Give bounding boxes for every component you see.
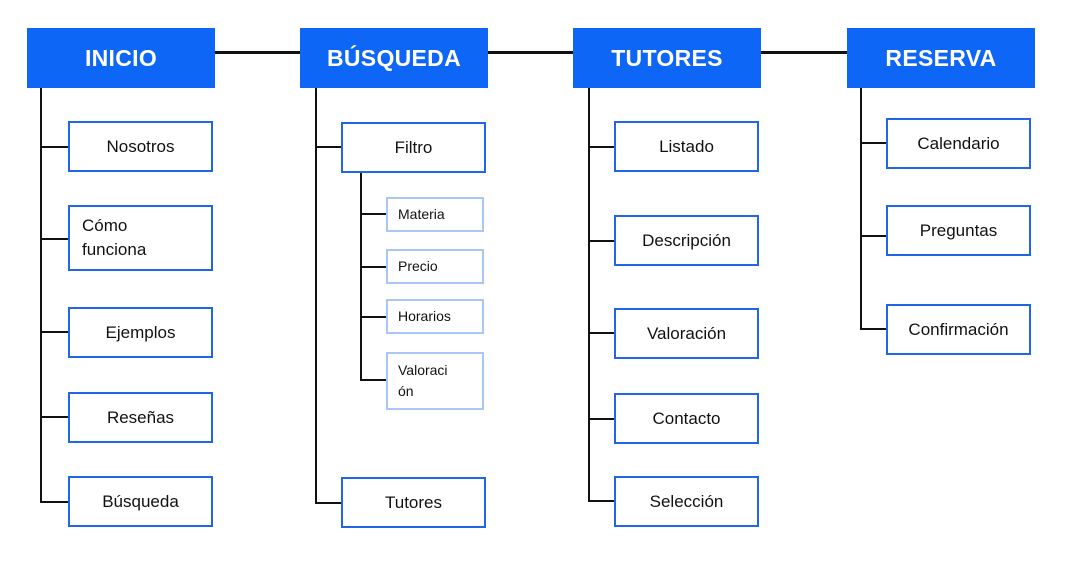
inicio-branch xyxy=(40,238,70,240)
node-nosotros[interactable]: Nosotros xyxy=(68,121,213,172)
inicio-branch xyxy=(40,331,70,333)
inicio-branch xyxy=(40,146,70,148)
tutores-branch xyxy=(588,146,615,148)
header-busqueda[interactable]: BÚSQUEDA xyxy=(300,28,488,88)
busqueda-branch xyxy=(315,146,342,148)
busqueda-trunk xyxy=(315,88,317,504)
node-tutores-busqueda[interactable]: Tutores xyxy=(341,477,486,528)
node-contacto[interactable]: Contacto xyxy=(614,393,759,444)
node-calendario[interactable]: Calendario xyxy=(886,118,1031,169)
reserva-branch xyxy=(860,142,887,144)
tutores-trunk xyxy=(588,88,590,502)
filtro-trunk xyxy=(360,172,362,380)
inicio-trunk xyxy=(40,88,42,502)
node-precio[interactable]: Precio xyxy=(386,249,484,284)
reserva-branch xyxy=(860,235,887,237)
node-busqueda-inicio[interactable]: Búsqueda xyxy=(68,476,213,527)
header-inicio[interactable]: INICIO xyxy=(27,28,215,88)
busqueda-branch xyxy=(315,502,342,504)
tutores-branch xyxy=(588,500,615,502)
reserva-branch xyxy=(860,328,887,330)
tutores-branch xyxy=(588,418,615,420)
node-preguntas[interactable]: Preguntas xyxy=(886,205,1031,256)
tutores-branch xyxy=(588,332,615,334)
inicio-branch xyxy=(40,501,70,503)
node-seleccion[interactable]: Selección xyxy=(614,476,759,527)
filtro-branch xyxy=(360,213,388,215)
header-tutores[interactable]: TUTORES xyxy=(573,28,761,88)
node-valoracion-filtro-label: Valoración xyxy=(398,362,448,399)
node-horarios[interactable]: Horarios xyxy=(386,299,484,334)
node-materia[interactable]: Materia xyxy=(386,197,484,232)
header-connector xyxy=(90,51,990,54)
reserva-trunk xyxy=(860,88,862,329)
node-resenas[interactable]: Reseñas xyxy=(68,392,213,443)
filtro-branch xyxy=(360,266,388,268)
node-valoracion-filtro[interactable]: Valoración xyxy=(386,352,484,410)
node-como-funciona[interactable]: Cómo funciona xyxy=(68,205,213,271)
node-ejemplos[interactable]: Ejemplos xyxy=(68,307,213,358)
node-descripcion[interactable]: Descripción xyxy=(614,215,759,266)
tutores-branch xyxy=(588,240,615,242)
inicio-branch xyxy=(40,416,70,418)
node-listado[interactable]: Listado xyxy=(614,121,759,172)
filtro-branch xyxy=(360,379,388,381)
node-confirmacion[interactable]: Confirmación xyxy=(886,304,1031,355)
node-como-funciona-label: Cómo funciona xyxy=(82,216,147,259)
filtro-branch xyxy=(360,316,388,318)
node-valoracion[interactable]: Valoración xyxy=(614,308,759,359)
header-reserva[interactable]: RESERVA xyxy=(847,28,1035,88)
node-filtro[interactable]: Filtro xyxy=(341,122,486,173)
